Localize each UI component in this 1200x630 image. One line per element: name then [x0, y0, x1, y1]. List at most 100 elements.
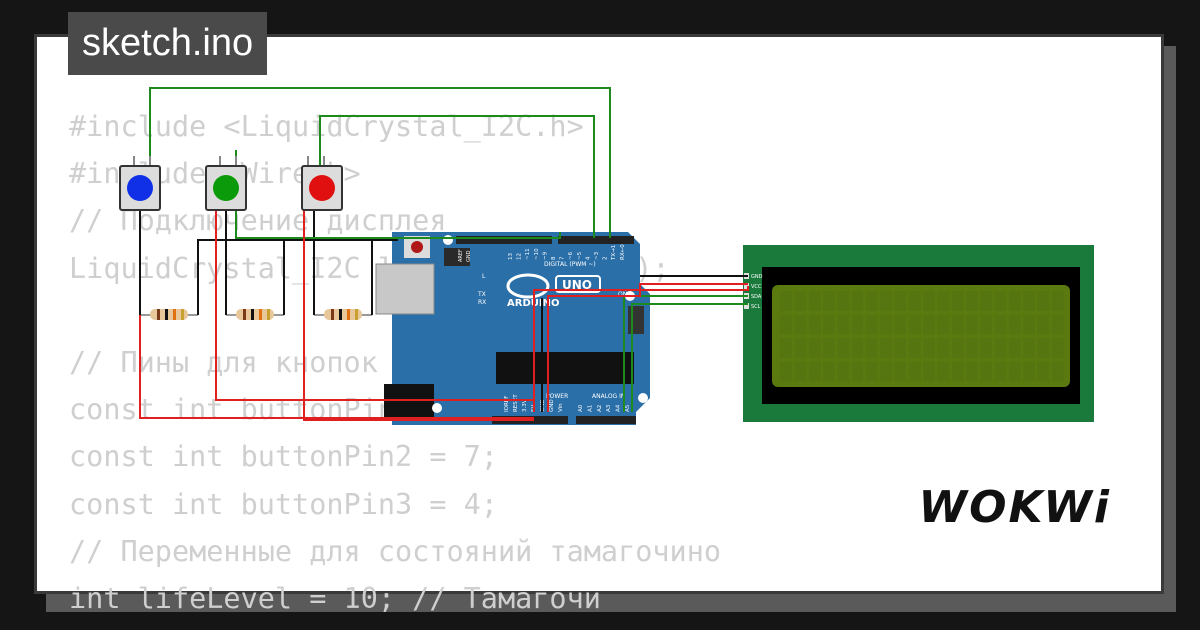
digital-pin-label: ~6: [568, 251, 574, 260]
usb-port: [375, 263, 435, 315]
lcd-cell: [837, 361, 850, 382]
lcd-cell: [822, 338, 835, 358]
analog-pin-label: A5: [625, 404, 631, 412]
lcd-cell: [794, 361, 807, 382]
lcd-cell: [1051, 291, 1064, 311]
lcd-cell: [1023, 291, 1036, 311]
lcd-cell: [894, 291, 907, 311]
lcd-cell: [822, 291, 835, 311]
resistor[interactable]: [226, 309, 284, 320]
lcd-cell: [808, 338, 821, 358]
lcd-cell: [780, 314, 792, 335]
lcd-cell: [865, 338, 878, 358]
lcd-cell: [780, 338, 792, 358]
lcd-cell: [980, 361, 993, 382]
icsp-header-2: [444, 248, 470, 266]
lcd-cell: [837, 314, 850, 335]
lcd-cell: [822, 361, 835, 382]
digital-pin-label: TX→1: [611, 245, 617, 261]
lcd-pin-label: SDA: [751, 294, 762, 300]
lcd-cell: [880, 361, 893, 382]
aref-label: AREF: [458, 249, 464, 262]
rx-led-label: RX: [478, 299, 486, 306]
lcd-cell: [965, 291, 978, 311]
lcd-cell: [780, 291, 792, 311]
arduino-infinity-logo: [506, 273, 550, 299]
lcd-cell: [908, 361, 921, 382]
lcd-cell: [794, 314, 807, 335]
digital-pin-label: RX←0: [620, 244, 626, 260]
lcd-cell: [794, 338, 807, 358]
lcd-cell: [822, 314, 835, 335]
analog-pin-label: A3: [606, 404, 612, 412]
resistor[interactable]: [140, 309, 198, 320]
digital-pin-label: 7: [560, 256, 566, 260]
lcd-pin-label: VCC: [751, 284, 762, 290]
power-label: POWER: [546, 393, 568, 400]
lcd-pin: [744, 283, 749, 289]
lcd-cell: [837, 338, 850, 358]
lcd-cell: [1051, 338, 1064, 358]
push-button-blue[interactable]: [119, 156, 161, 211]
lcd-cell: [1008, 361, 1021, 382]
lcd-cell: [908, 314, 921, 335]
lcd-cell: [851, 314, 864, 335]
digital-pin-label: ~9: [542, 251, 548, 260]
lcd-cell: [780, 361, 792, 382]
lcd-cell: [808, 291, 821, 311]
lcd-cell: [808, 314, 821, 335]
lcd-cell: [994, 314, 1007, 335]
lcd-pin-label: SCL: [751, 304, 761, 310]
lcd-cell: [794, 291, 807, 311]
power-pin-label: RESET: [513, 394, 519, 412]
code-line: const int buttonPin2 = 7;: [69, 440, 498, 474]
power-pin-label: 3.3V: [522, 399, 528, 412]
push-button-red[interactable]: [301, 156, 343, 211]
mount-hole: [432, 403, 442, 413]
file-tab[interactable]: sketch.ino: [68, 12, 268, 75]
on-label: ON: [618, 291, 627, 298]
lcd-cell: [880, 291, 893, 311]
lcd-cell: [865, 291, 878, 311]
lcd-cell: [951, 291, 964, 311]
push-button-green[interactable]: [205, 156, 247, 211]
digital-pin-label: 8: [551, 256, 557, 260]
lcd-cell: [923, 361, 935, 382]
code-line: const int buttonPin3 = 4;: [69, 487, 498, 521]
lcd-cell: [851, 361, 864, 382]
analog-pin-label: A0: [578, 404, 584, 412]
lcd-cell: [865, 314, 878, 335]
wires-black: [139, 202, 748, 412]
lcd-cell: [994, 338, 1007, 358]
lcd-cell: [1008, 291, 1021, 311]
header-digital-high: [456, 236, 552, 244]
header-digital-low: [558, 236, 634, 244]
lcd-cell: [937, 338, 950, 358]
lcd-cell: [808, 361, 821, 382]
lcd-cell: [951, 361, 964, 382]
power-pin-label: IOREF: [504, 396, 510, 412]
digital-pin-label: 4: [585, 256, 591, 260]
icsp-header: [628, 306, 644, 334]
lcd-cell: [923, 314, 935, 335]
code-line: // Переменные для состояний тамагочино: [69, 534, 722, 568]
lcd-cell: [880, 314, 893, 335]
lcd-cell: [894, 361, 907, 382]
resistor[interactable]: [314, 309, 372, 320]
lcd-cell: [1037, 314, 1050, 335]
lcd-cell: [937, 361, 950, 382]
wires-red: [139, 166, 749, 421]
board-model: UNO: [562, 278, 592, 292]
arduino-uno-board[interactable]: ARDUINO UNO DIGITAL (PWM ~) POWER ANALOG…: [375, 232, 650, 425]
lcd-cell: [908, 291, 921, 311]
lcd-cell: [865, 361, 878, 382]
lcd-cell: [1051, 361, 1064, 382]
lcd-cell: [1037, 291, 1050, 311]
reset-button[interactable]: [411, 241, 423, 253]
lcd-cell: [994, 291, 1007, 311]
tx-led-label: TX: [477, 291, 486, 298]
lcd-cell: [951, 338, 964, 358]
power-pin-label: Vin: [558, 403, 564, 412]
